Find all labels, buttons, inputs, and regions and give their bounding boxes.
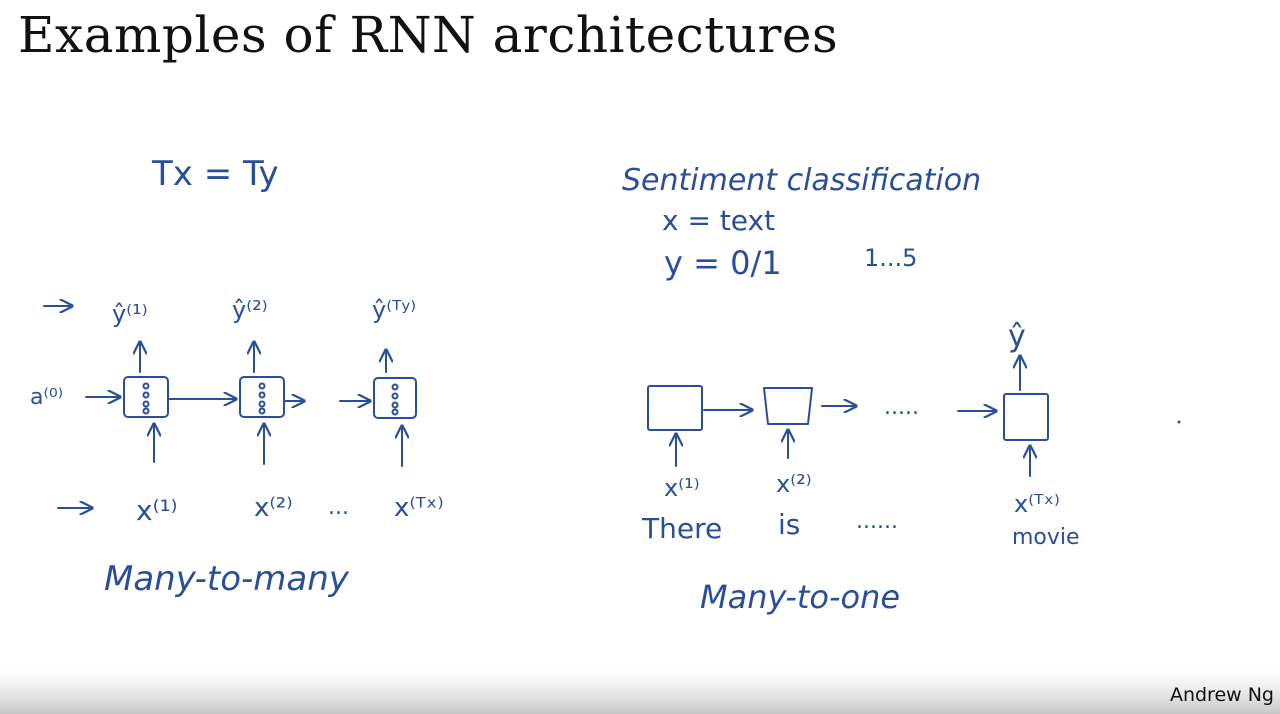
caption-many-to-many: Many-to-many	[104, 559, 350, 599]
rnn-cell-1	[123, 376, 169, 418]
cell-3-box	[373, 377, 417, 419]
word-is: is	[778, 508, 800, 541]
cell-1-unit	[142, 400, 150, 408]
init-activation-label: a⁽⁰⁾	[30, 385, 63, 410]
output-yhat: ŷ	[1008, 319, 1026, 354]
right-cell-1	[647, 385, 703, 431]
x-definition: x = text	[662, 204, 775, 237]
input-ellipsis: ...	[328, 495, 349, 520]
stray-dot	[1177, 420, 1181, 424]
mid-ellipsis: .....	[884, 395, 919, 420]
y-range: 1...5	[864, 244, 917, 272]
cell-3-unit	[391, 401, 399, 409]
cell-2-unit	[258, 382, 266, 390]
cell-1-unit	[142, 407, 150, 415]
right-cell-2	[763, 387, 813, 425]
heading-sentiment: Sentiment classification	[622, 163, 981, 198]
cell-3-unit	[391, 383, 399, 391]
cell-1-unit	[142, 391, 150, 399]
right-cell-3	[1003, 393, 1049, 441]
cell-2-box	[239, 376, 285, 418]
cell-3-unit	[391, 408, 399, 416]
rnn-cell-3	[373, 377, 417, 419]
input-x1: x⁽¹⁾	[136, 494, 178, 527]
cell-3-unit	[391, 392, 399, 400]
input-x2: x⁽²⁾	[254, 493, 293, 523]
cell-1-box	[123, 376, 169, 418]
author-label: Andrew Ng	[1169, 684, 1274, 706]
output-y2: ŷ⁽²⁾	[232, 296, 268, 324]
word-ellipsis: ......	[856, 509, 898, 534]
slide-title: Examples of RNN architectures	[18, 6, 839, 64]
output-yty: ŷ⁽ᵀʸ⁾	[372, 296, 416, 324]
right-input-x1: x⁽¹⁾	[664, 474, 700, 502]
caption-many-to-one: Many-to-one	[700, 578, 900, 616]
cell-2-unit	[258, 407, 266, 415]
word-there: There	[641, 512, 722, 545]
input-xtx: x⁽ᵀˣ⁾	[394, 493, 444, 523]
word-movie: movie	[1012, 525, 1080, 550]
y-definition: y = 0/1	[664, 244, 782, 282]
cell-1-unit	[142, 382, 150, 390]
footer-bar	[0, 670, 1280, 714]
right-input-xtx: x⁽ᵀˣ⁾	[1014, 490, 1060, 518]
cell-2-unit	[258, 391, 266, 399]
output-y1: ŷ⁽¹⁾	[112, 300, 148, 328]
equation-tx-ty: Tx = Ty	[151, 154, 279, 194]
rnn-cell-2	[239, 376, 285, 418]
right-input-x2: x⁽²⁾	[776, 470, 812, 498]
cell-2-unit	[258, 400, 266, 408]
